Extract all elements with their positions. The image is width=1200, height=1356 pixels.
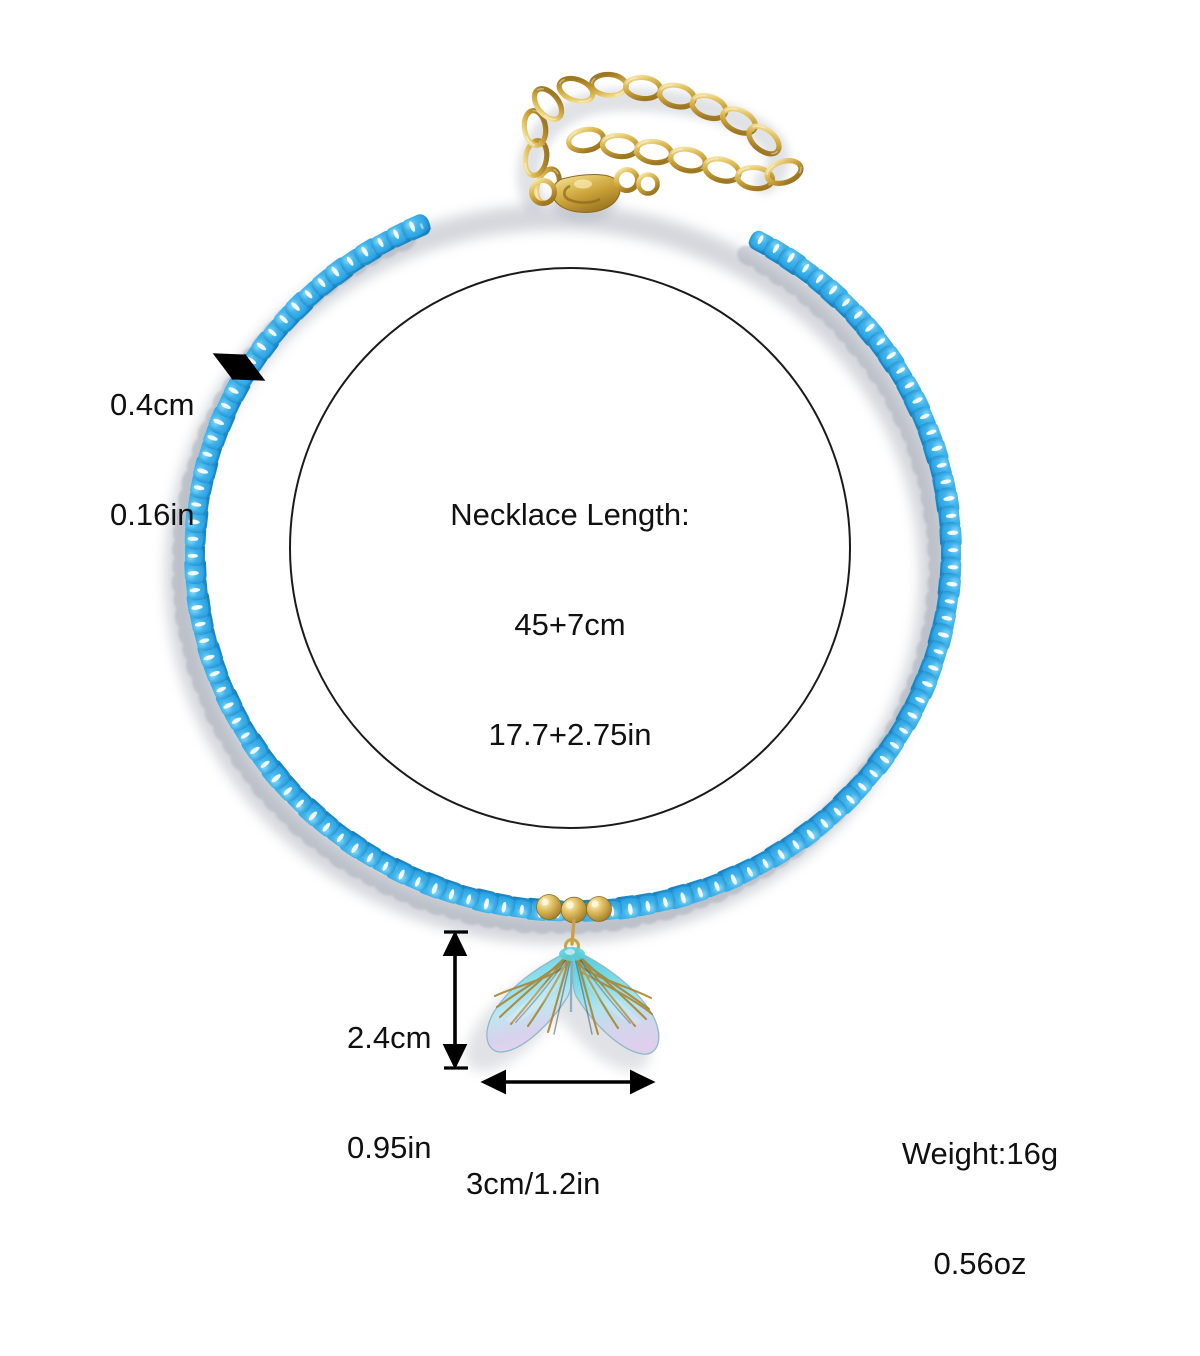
product-photo-canvas: 0.4cm 0.16in Necklace Length: 45+7cm 17.… xyxy=(110,0,1058,1281)
bead-width-arrow xyxy=(212,353,266,381)
necklace-length-in: 17.7+2.75in xyxy=(488,716,652,752)
necklace-length-cm: 45+7cm xyxy=(514,606,626,642)
bead-width-label: 0.4cm 0.16in xyxy=(110,314,194,607)
gold-accent-beads xyxy=(536,894,612,954)
pendant-height-arrow xyxy=(442,930,468,1070)
extender-chain xyxy=(517,73,804,212)
mermaid-tail-pendant xyxy=(465,947,660,1072)
pendant-height-label: 2.4cm 0.95in xyxy=(347,947,431,1240)
bead-width-cm: 0.4cm xyxy=(110,387,195,423)
pendant-height-in: 0.95in xyxy=(347,1129,432,1165)
bead-strand xyxy=(171,210,963,935)
lobster-clasp-icon xyxy=(529,167,660,222)
pendant-height-cm: 2.4cm xyxy=(347,1020,432,1056)
weight-ounces: 0.56oz xyxy=(933,1245,1027,1281)
measurement-guide-circle xyxy=(289,267,851,829)
necklace-illustration xyxy=(165,0,963,1095)
pendant-width-label: 3cm/1.2in xyxy=(466,1093,600,1276)
necklace-length-label: Necklace Length: 45+7cm 17.7+2.75in xyxy=(370,424,770,826)
pendant-width-value: 3cm/1.2in xyxy=(466,1166,601,1202)
weight-grams: Weight:16g xyxy=(901,1136,1059,1172)
bead-width-in: 0.16in xyxy=(110,496,195,532)
necklace-length-title: Necklace Length: xyxy=(450,497,690,533)
weight-label: Weight:16g 0.56oz xyxy=(820,1063,1140,1356)
